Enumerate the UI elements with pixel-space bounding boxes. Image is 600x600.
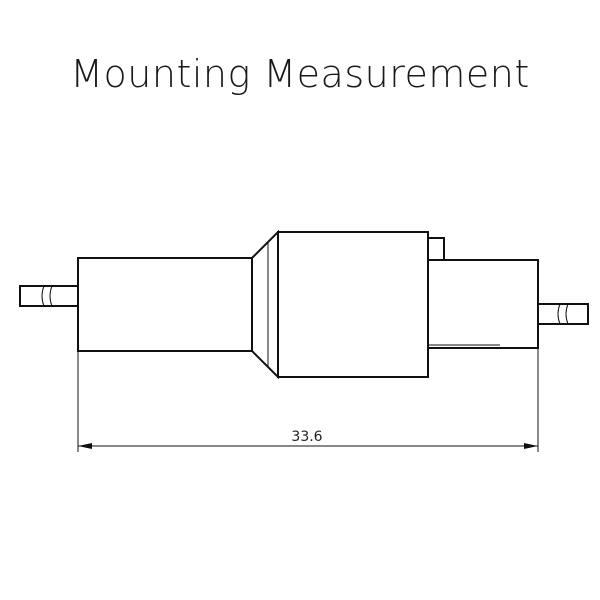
left-wire	[19, 285, 79, 307]
dimension-label: 33.6	[291, 429, 322, 445]
left-wire-break	[41, 285, 53, 307]
cone-transition	[251, 229, 279, 380]
overall-length-dimension: 33.6	[77, 348, 539, 452]
right-wire	[537, 303, 589, 325]
right-body	[427, 259, 539, 349]
right-wire-body	[537, 303, 589, 325]
right-wire-break	[557, 303, 569, 325]
arrow-left	[78, 443, 92, 449]
left-body	[77, 257, 253, 352]
left-wire-body	[19, 285, 79, 307]
arrow-right	[524, 443, 538, 449]
center-body	[277, 231, 429, 378]
page-title: Mounting Measurement	[70, 52, 530, 96]
top-tab	[427, 237, 445, 261]
